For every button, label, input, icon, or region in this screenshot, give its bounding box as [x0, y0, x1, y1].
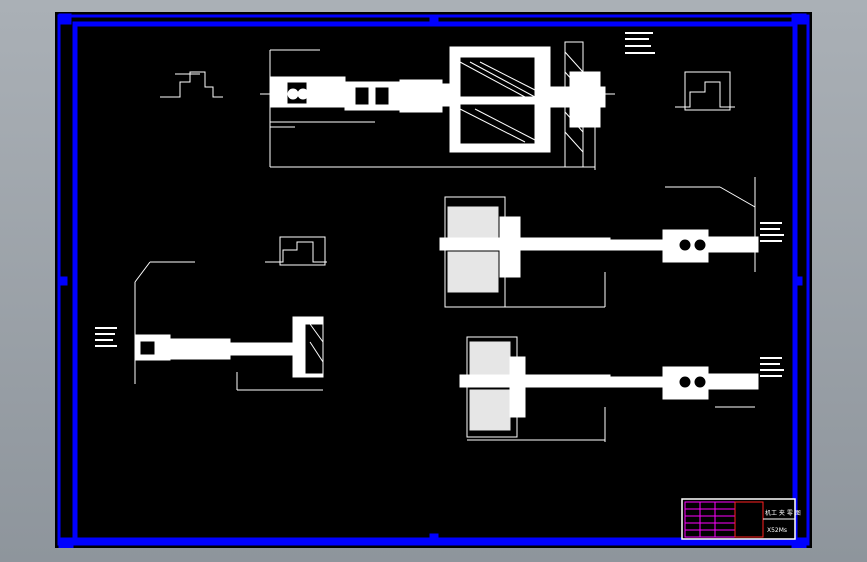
- title-block: 机工 夹 零 图 X52Ms: [681, 498, 801, 540]
- title-block-subtitle: X52Ms: [767, 527, 787, 534]
- section-detail-center: [265, 236, 327, 266]
- section-detail-left: [160, 71, 223, 98]
- left-arbor-assembly: [134, 261, 324, 391]
- main-shaft-assembly: [260, 41, 615, 170]
- sheet-frame: [57, 13, 810, 549]
- annotation-notes: [95, 32, 784, 377]
- cad-drawing: 机工 夹 零 图 X52Ms: [57, 13, 810, 549]
- right-upper-assembly: [439, 177, 759, 308]
- section-detail-right: [675, 71, 735, 111]
- drawing-sheet: 机工 夹 零 图 X52Ms: [55, 12, 812, 549]
- right-lower-assembly: [459, 336, 759, 442]
- title-block-title: 机工 夹 零 图: [765, 509, 801, 517]
